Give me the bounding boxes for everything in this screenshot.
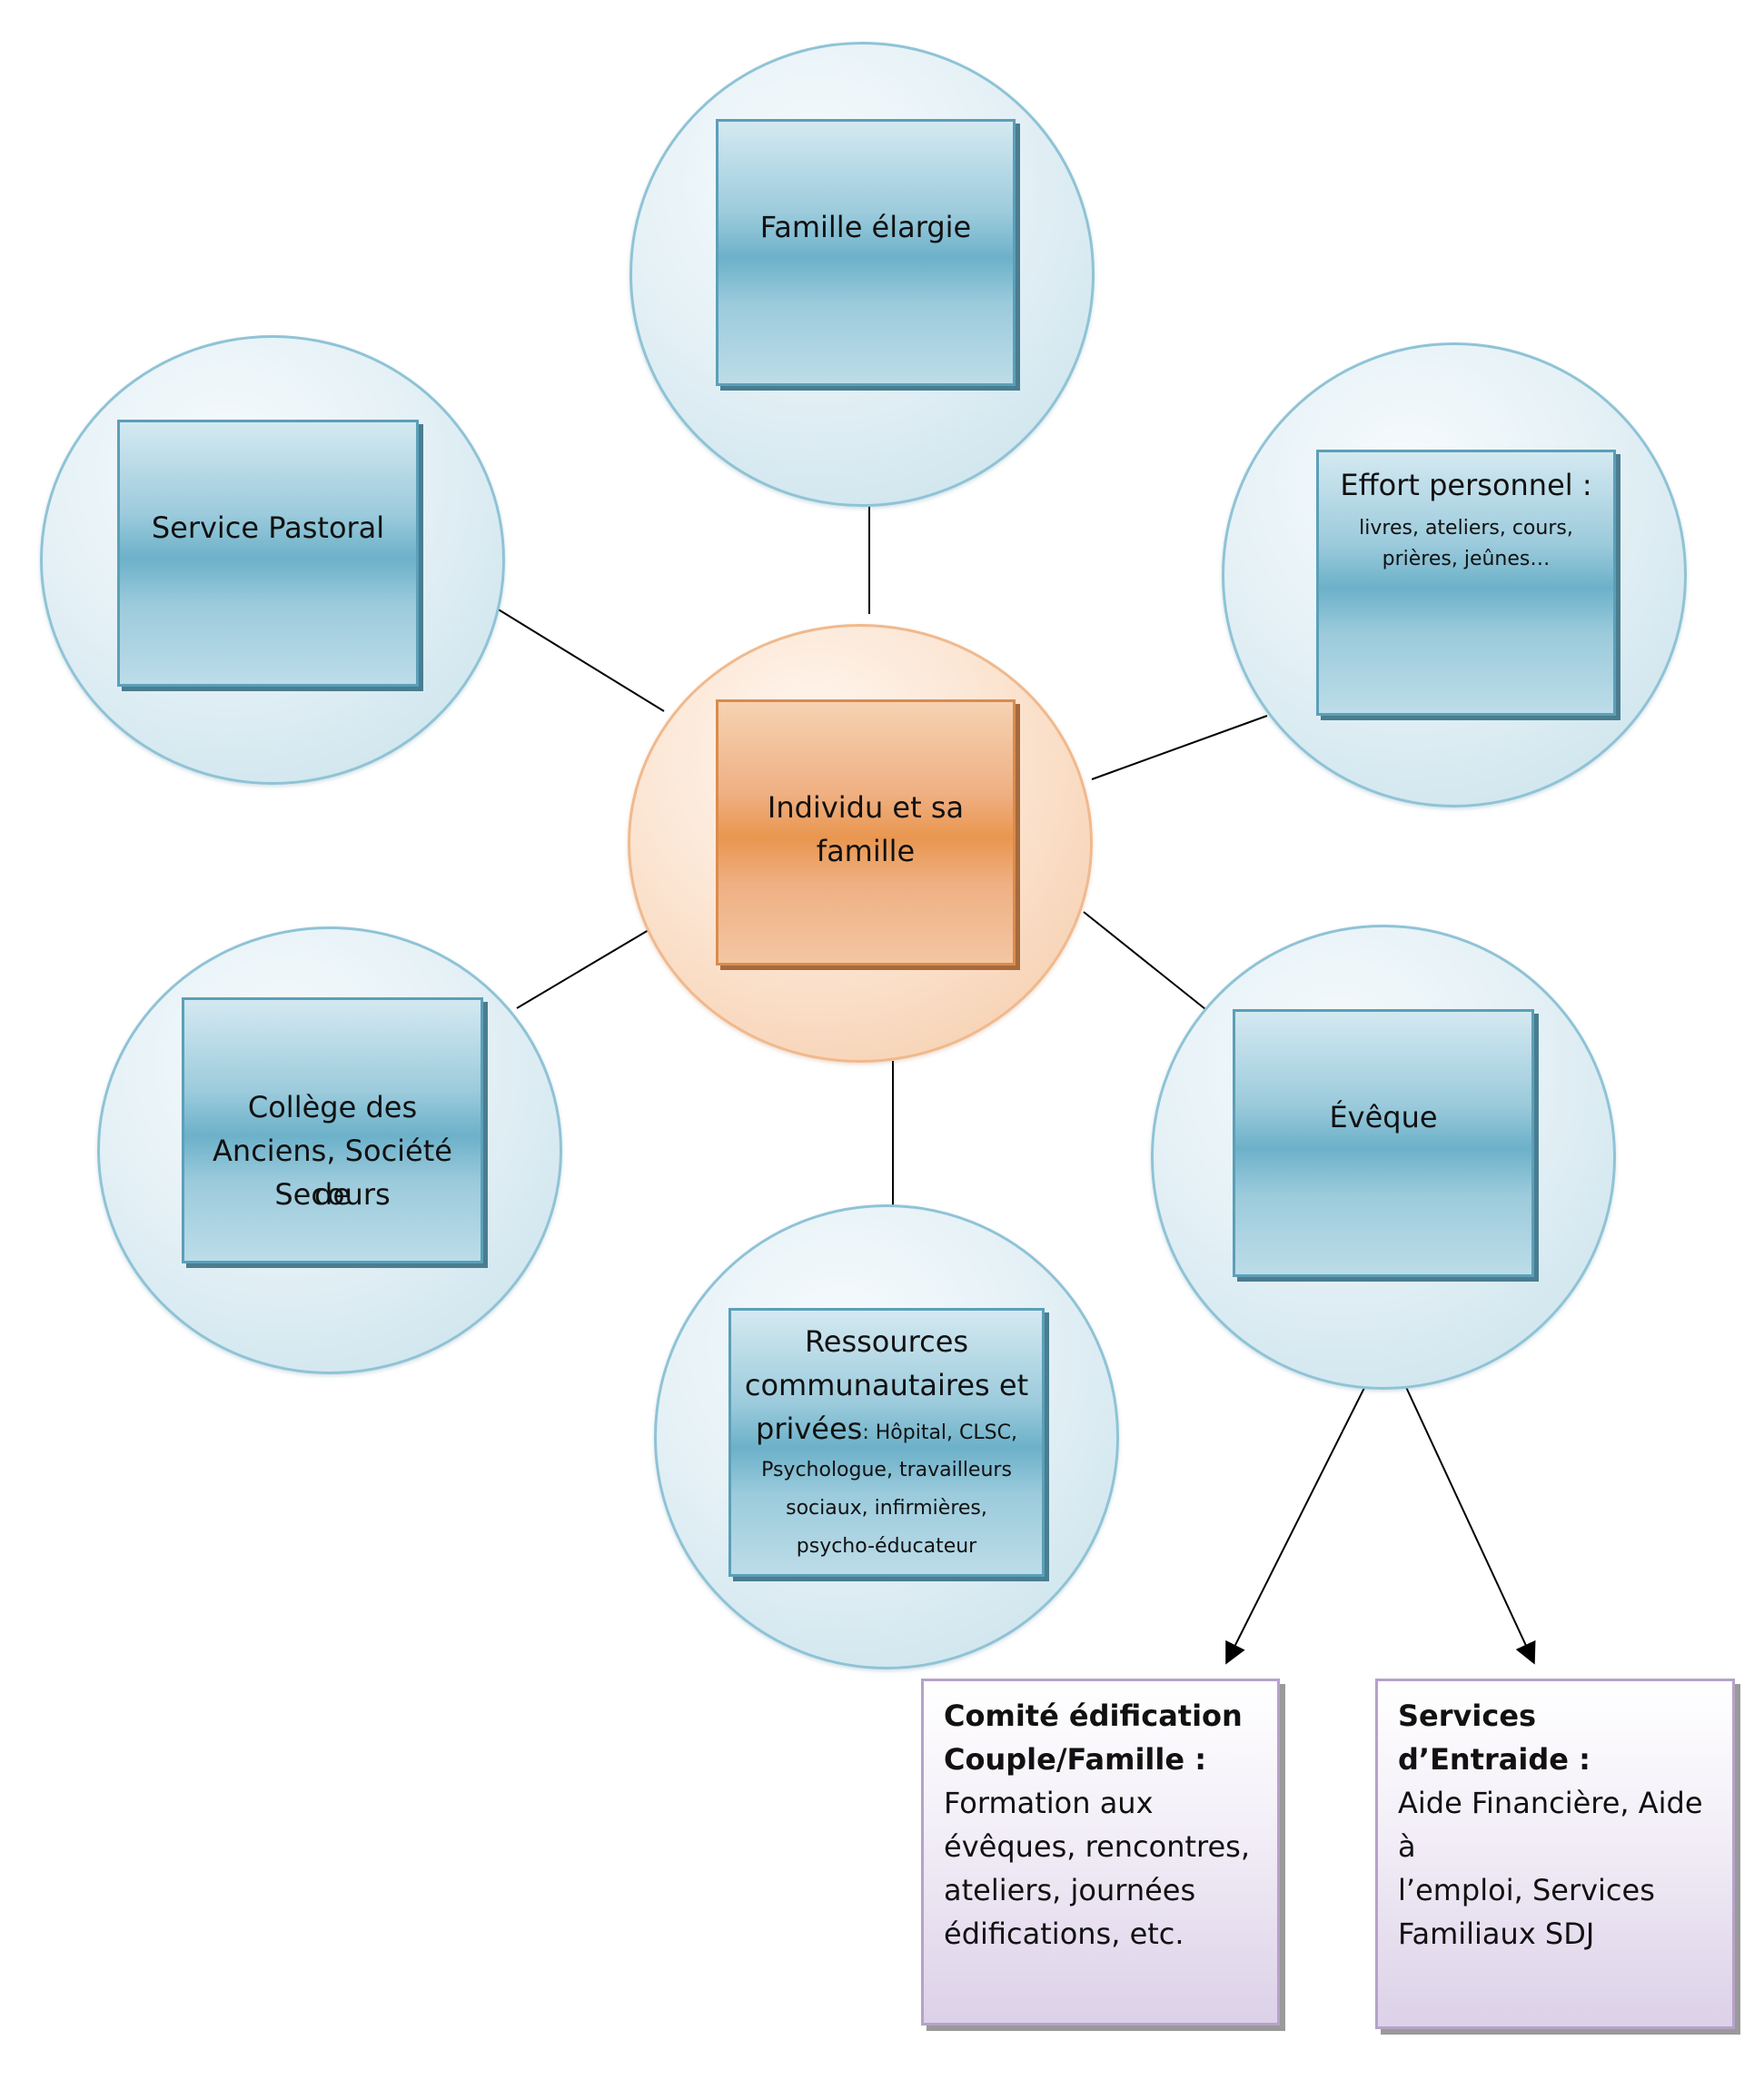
node-eveque-label: Évêque xyxy=(1329,1100,1438,1134)
arrow-eveque-comite xyxy=(1225,1371,1373,1665)
node-effort-personnel-detail-2: prières, jeûnes… xyxy=(1382,548,1551,570)
note-comite-body-3: ateliers, journées xyxy=(944,1873,1196,1907)
line-center-effort-personnel xyxy=(1091,715,1268,780)
node-ressources-line-6: psycho-éducateur xyxy=(796,1535,977,1558)
node-effort-personnel-detail-1: livres, ateliers, cours, xyxy=(1359,517,1573,540)
node-ressources-privees: privées xyxy=(756,1411,863,1446)
note-entraide-body-1: Aide Financière, Aide à xyxy=(1398,1786,1703,1864)
node-eveque: Évêque xyxy=(1233,1009,1534,1277)
node-ressources-line-2: communautaires et xyxy=(744,1368,1029,1402)
node-ressources-line-4: Psychologue, travailleurs xyxy=(761,1459,1012,1481)
note-entraide-body-3: Familiaux SDJ xyxy=(1398,1917,1595,1951)
note-comite-heading-2: Couple/Famille : xyxy=(944,1742,1206,1777)
node-service-pastoral-label: Service Pastoral xyxy=(151,510,385,545)
node-college-line-1: Collège des xyxy=(247,1090,418,1124)
node-effort-personnel: Effort personnel : livres, ateliers, cou… xyxy=(1316,450,1616,716)
node-center-label-2: famille xyxy=(816,834,916,868)
node-center-label-1: Individu et sa xyxy=(767,790,965,825)
note-comite-body-1: Formation aux xyxy=(944,1786,1154,1820)
note-comite-heading-1: Comité édification xyxy=(944,1699,1243,1733)
note-entraide-body-2: l’emploi, Services xyxy=(1398,1873,1655,1907)
node-famille-elargie: Famille élargie xyxy=(716,119,1016,386)
note-comite-body-2: évêques, rencontres, xyxy=(944,1829,1251,1864)
node-college-line-3: Secours xyxy=(274,1177,391,1212)
node-ressources-line-5: sociaux, infirmières, xyxy=(786,1497,987,1520)
node-ressources-line-1: Ressources xyxy=(804,1324,969,1359)
node-college-line-2: Anciens, Société de xyxy=(213,1134,452,1212)
line-center-eveque xyxy=(1083,911,1206,1010)
line-center-service-pastoral xyxy=(496,608,665,712)
note-entraide-heading: Services d’Entraide : xyxy=(1398,1699,1591,1777)
node-ressources: Ressources communautaires et privées: Hô… xyxy=(728,1308,1045,1577)
node-ressources-line-3: privées: Hôpital, CLSC, xyxy=(742,1407,1031,1456)
node-college: Collège des Anciens, Société de Secours xyxy=(182,997,483,1263)
note-services-entraide: Services d’Entraide : Aide Financière, A… xyxy=(1375,1679,1735,2029)
line-center-college xyxy=(516,926,654,1009)
node-ressources-hopital: : Hôpital, CLSC, xyxy=(862,1421,1017,1444)
arrow-eveque-entraide xyxy=(1398,1371,1536,1665)
node-effort-personnel-title: Effort personnel : xyxy=(1340,468,1592,502)
node-famille-elargie-label: Famille élargie xyxy=(759,210,972,244)
node-service-pastoral: Service Pastoral xyxy=(117,420,419,687)
note-comite-edification: Comité édification Couple/Famille : Form… xyxy=(921,1679,1280,2026)
node-center: Individu et sa famille xyxy=(716,699,1016,966)
note-comite-body-4: édifications, etc. xyxy=(944,1917,1184,1951)
